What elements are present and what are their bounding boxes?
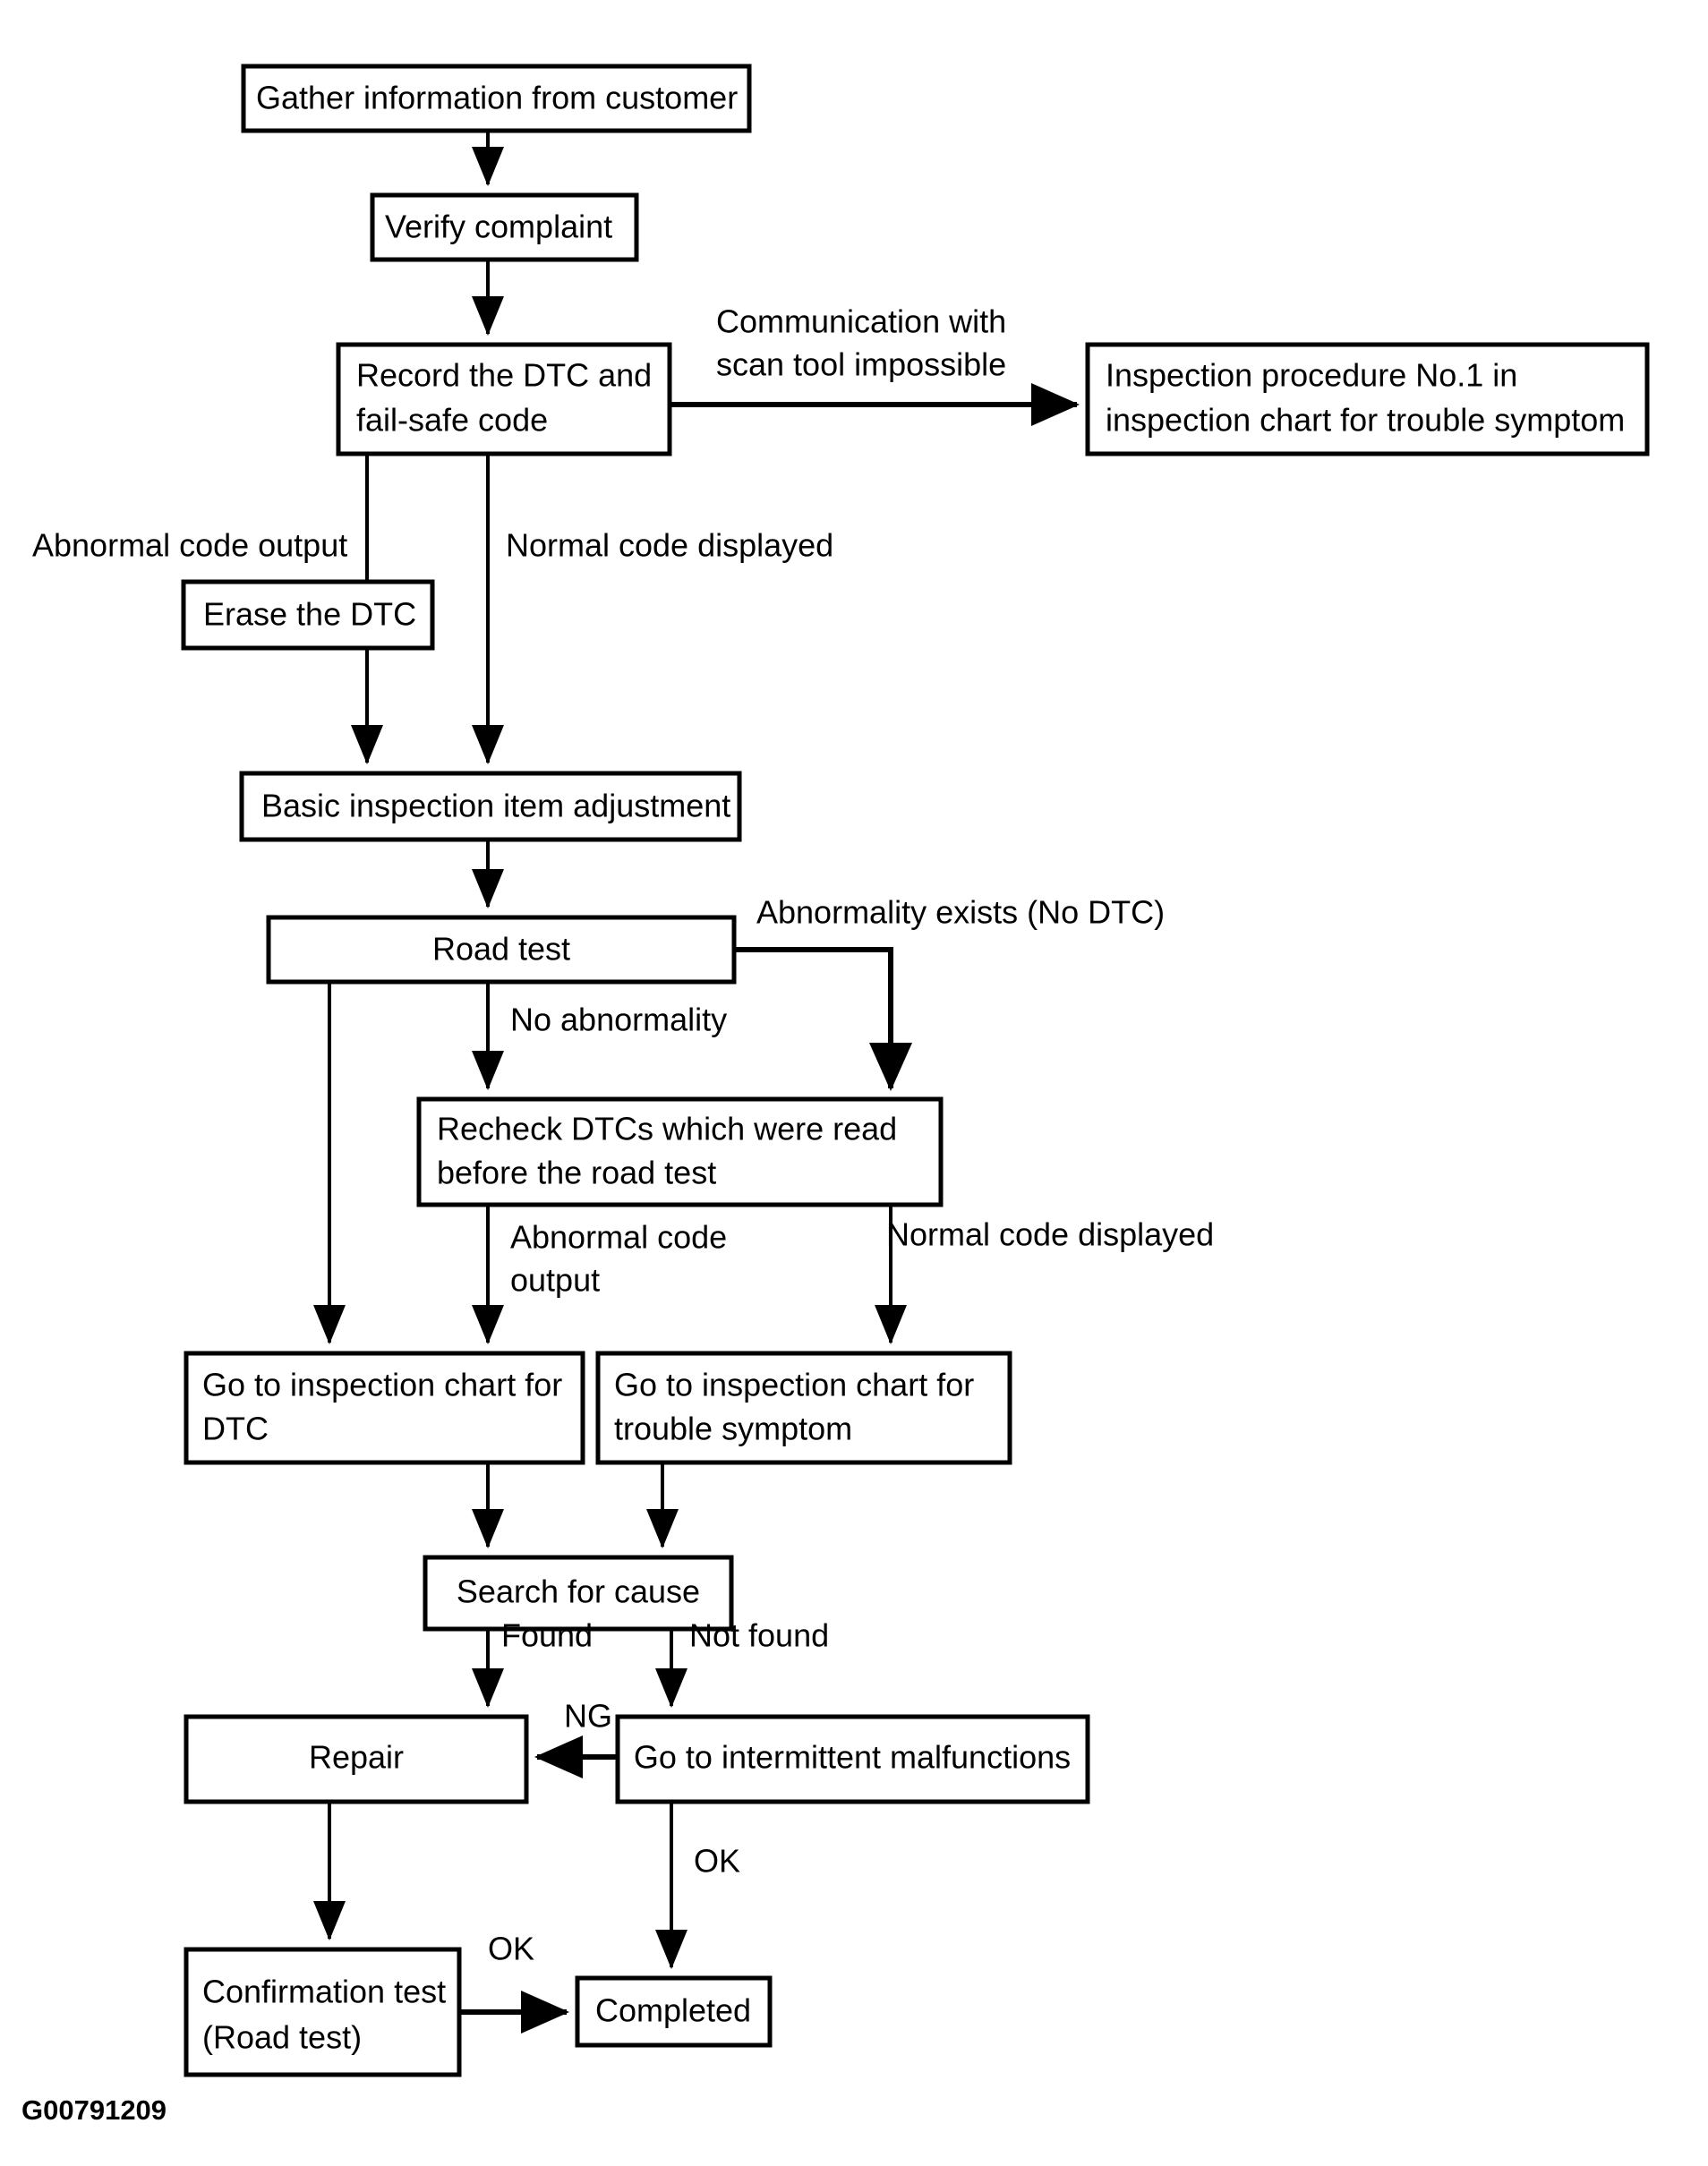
record-dtc-label-line1: Record the DTC and xyxy=(356,357,652,394)
edge-label-not-found: Not found xyxy=(689,1617,829,1654)
node-completed[interactable]: Completed xyxy=(575,1975,773,2048)
edge-label-abnormal-code-line1: Abnormal code xyxy=(510,1219,727,1256)
completed-box[interactable] xyxy=(575,1975,773,2048)
node-gather-information[interactable]: Gather information from customer xyxy=(241,64,752,133)
inspection-procedure-no1-box[interactable] xyxy=(1085,342,1650,456)
verify-complaint-box[interactable] xyxy=(370,192,639,262)
node-inspection-chart-dtc[interactable]: Go to inspection chart for DTC xyxy=(184,1351,585,1465)
figure-id-label: G00791209 xyxy=(21,2094,167,2126)
record-dtc-box[interactable] xyxy=(336,342,672,456)
edge-label-abnormal-code-line2: output xyxy=(510,1262,600,1299)
node-search-for-cause[interactable]: Search for cause xyxy=(423,1555,734,1632)
edge-label-ok-intermittent: OK xyxy=(694,1843,740,1880)
search-for-cause-label: Search for cause xyxy=(457,1573,700,1610)
node-intermittent-malfunctions[interactable]: Go to intermittent malfunctions xyxy=(615,1714,1090,1804)
inspection-chart-dtc-label-line2: DTC xyxy=(202,1411,269,1447)
recheck-dtcs-box[interactable] xyxy=(416,1096,944,1207)
recheck-dtcs-label-line2: before the road test xyxy=(437,1155,716,1191)
edge-label-communication-impossible-line1: Communication with xyxy=(716,303,1006,340)
node-record-dtc[interactable]: Record the DTC and fail-safe code xyxy=(336,342,672,456)
gather-information-label: Gather information from customer xyxy=(256,80,738,116)
erase-dtc-label: Erase the DTC xyxy=(203,596,416,633)
completed-label: Completed xyxy=(595,1992,751,2029)
gather-information-box[interactable] xyxy=(241,64,752,133)
edge-label-normal-code-displayed-top: Normal code displayed xyxy=(506,527,833,564)
node-erase-dtc[interactable]: Erase the DTC xyxy=(181,579,435,651)
inspection-chart-dtc-box[interactable] xyxy=(184,1351,585,1465)
inspection-procedure-no1-label-line2: inspection chart for trouble symptom xyxy=(1106,402,1625,439)
intermittent-malfunctions-box[interactable] xyxy=(615,1714,1090,1804)
inspection-chart-symptom-label-line1: Go to inspection chart for xyxy=(614,1367,974,1403)
recheck-dtcs-label-line1: Recheck DTCs which were read xyxy=(437,1111,897,1147)
inspection-chart-symptom-label-line2: trouble symptom xyxy=(614,1411,852,1447)
confirmation-test-label-line1: Confirmation test xyxy=(202,1974,446,2010)
edge-label-ng: NG xyxy=(564,1698,612,1735)
erase-dtc-box[interactable] xyxy=(181,579,435,651)
road-test-label: Road test xyxy=(432,931,570,968)
node-basic-inspection[interactable]: Basic inspection item adjustment xyxy=(239,771,742,842)
road-test-box[interactable] xyxy=(266,915,737,985)
conn-roadtest-right-to-recheck xyxy=(734,947,912,1091)
confirmation-test-label-line2: (Road test) xyxy=(202,2019,362,2056)
search-for-cause-box[interactable] xyxy=(423,1555,734,1632)
node-road-test[interactable]: Road test xyxy=(266,915,737,985)
basic-inspection-box[interactable] xyxy=(239,771,742,842)
confirmation-test-box[interactable] xyxy=(184,1947,462,2077)
edge-label-found: Found xyxy=(501,1617,593,1654)
record-dtc-label-line2: fail-safe code xyxy=(356,402,548,439)
node-recheck-dtcs[interactable]: Recheck DTCs which were read before the … xyxy=(416,1096,944,1207)
edge-label-abnormal-code-output-top: Abnormal code output xyxy=(32,527,347,564)
inspection-chart-dtc-label-line1: Go to inspection chart for xyxy=(202,1367,562,1403)
node-repair[interactable]: Repair xyxy=(184,1714,529,1804)
edge-label-ok-confirmation: OK xyxy=(488,1931,534,1967)
verify-complaint-label: Verify complaint xyxy=(385,209,612,245)
edge-label-abnormality-exists: Abnormality exists (No DTC) xyxy=(756,894,1165,931)
intermittent-malfunctions-label: Go to intermittent malfunctions xyxy=(634,1739,1071,1776)
node-confirmation-test[interactable]: Confirmation test (Road test) xyxy=(184,1947,462,2077)
basic-inspection-label: Basic inspection item adjustment xyxy=(261,788,730,824)
edge-label-communication-impossible-line2: scan tool impossible xyxy=(716,346,1006,383)
repair-label: Repair xyxy=(309,1739,404,1776)
inspection-chart-symptom-box[interactable] xyxy=(595,1351,1012,1465)
node-inspection-procedure-no1[interactable]: Inspection procedure No.1 in inspection … xyxy=(1085,342,1650,456)
edge-label-no-abnormality: No abnormality xyxy=(510,1002,727,1038)
inspection-procedure-no1-label-line1: Inspection procedure No.1 in xyxy=(1106,357,1517,394)
node-inspection-chart-symptom[interactable]: Go to inspection chart for trouble sympt… xyxy=(595,1351,1012,1465)
repair-box[interactable] xyxy=(184,1714,529,1804)
node-verify-complaint[interactable]: Verify complaint xyxy=(370,192,639,262)
edge-label-normal-code-displayed-mid: Normal code displayed xyxy=(886,1216,1214,1253)
